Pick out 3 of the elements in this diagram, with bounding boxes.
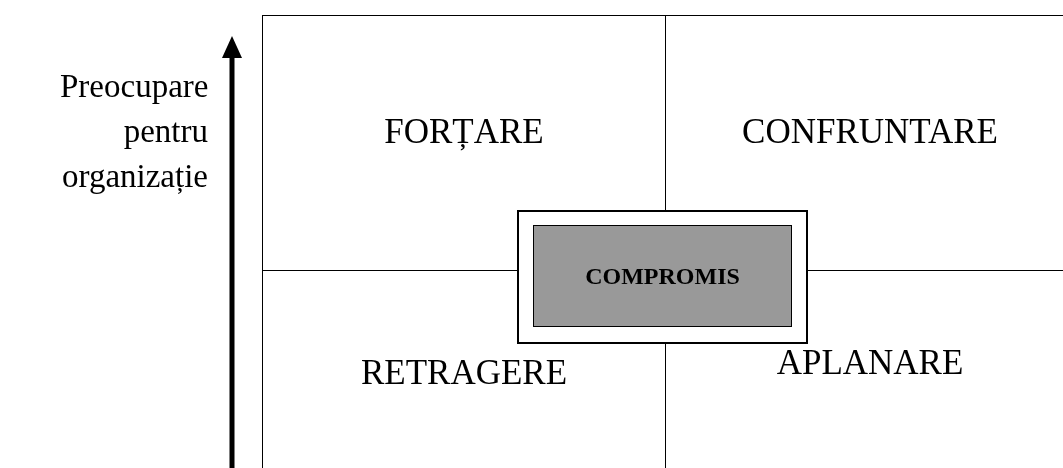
compromise-frame xyxy=(517,210,808,344)
compromise-label: COMPROMIS xyxy=(533,225,792,327)
axis-label: Preocupare pentru organizație xyxy=(60,67,208,196)
